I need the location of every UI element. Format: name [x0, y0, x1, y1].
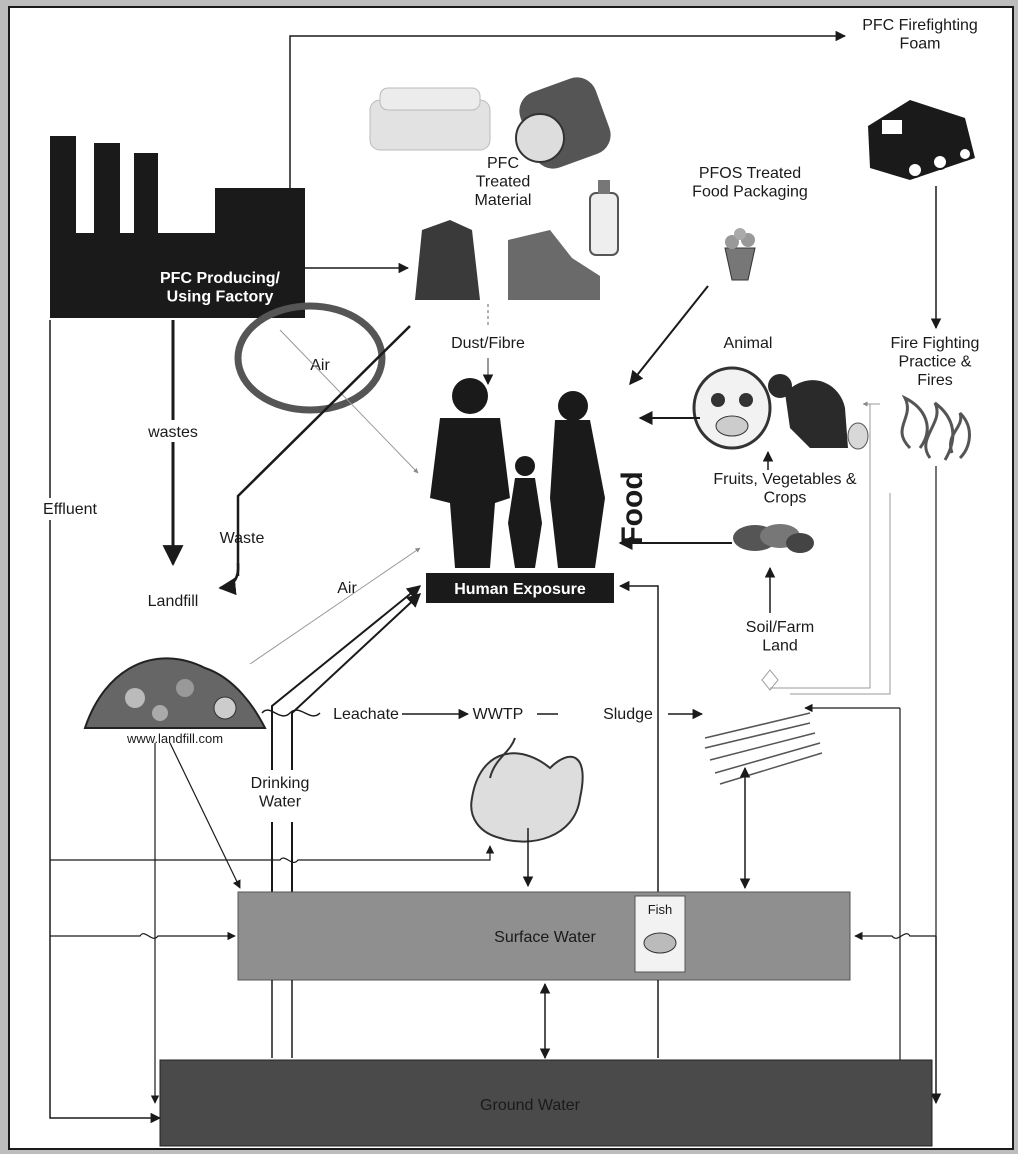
wwtp-label: WWTP [473, 706, 524, 723]
text-line: Foam [900, 35, 941, 52]
sofa-icon [369, 87, 491, 151]
dust-label: Dust/Fibre [451, 335, 525, 352]
waste-label: Waste [220, 530, 265, 547]
text-line: PFC [487, 155, 519, 172]
jacket-icon [415, 220, 480, 300]
landfill-pile-icon [83, 657, 267, 729]
fire-icon [900, 394, 971, 461]
text-line: Treated [476, 173, 531, 190]
text-line: Using Factory [167, 288, 274, 305]
human-exposure-label: Human Exposure [454, 581, 586, 598]
vegetables-icon [733, 524, 814, 553]
food-label: Food [616, 471, 649, 544]
popcorn-icon [724, 228, 756, 281]
carpet-roll-icon [515, 77, 611, 169]
text-line: PFOS Treated [699, 165, 801, 182]
factory-icon [50, 136, 305, 318]
chicken-icon [768, 374, 848, 448]
spray-can-icon [589, 180, 619, 256]
text-line: PFC Firefighting [862, 17, 978, 34]
fire-truck-icon [868, 100, 975, 180]
surface-water-box [237, 891, 851, 981]
wwtp-icon [470, 737, 584, 843]
wastes-label: wastes [147, 424, 198, 441]
farmland-icon [704, 712, 823, 785]
leachate-label: Leachate [333, 706, 399, 723]
egg-icon [847, 422, 869, 450]
text-line: Fires [917, 372, 953, 389]
cow-icon [692, 366, 772, 450]
pfc-exposure-diagram: PFC Producing/Using Factory PFC Firefigh… [30, 17, 980, 1147]
text-line: Practice & [899, 353, 972, 370]
ground-water-label: Ground Water [480, 1097, 581, 1114]
fish-label: Fish [648, 902, 673, 917]
animal-label: Animal [724, 335, 773, 352]
text-line: Soil/Farm [746, 619, 814, 636]
text-line: Crops [764, 489, 807, 506]
text-line: Material [475, 192, 532, 209]
fruits-label: Fruits, Vegetables &Crops [713, 471, 857, 506]
text-line: PFC Producing/ [160, 270, 281, 287]
text-line: Water [259, 793, 302, 810]
air-landfill-label: Air [337, 580, 357, 597]
air-circle-label: Air [310, 357, 330, 374]
air-circle [234, 302, 386, 414]
human-exposure-box [426, 573, 614, 603]
text-line: Fruits, Vegetables & [713, 471, 857, 488]
family-icon [430, 378, 605, 568]
landfill-label: Landfill [148, 593, 199, 610]
shoe-icon [508, 230, 600, 300]
text-line: Food Packaging [692, 183, 808, 200]
surface-water-label: Surface Water [494, 929, 596, 946]
factory-label: PFC Producing/Using Factory [160, 270, 281, 305]
diagram-frame: PFC Producing/Using Factory PFC Firefigh… [8, 6, 1014, 1150]
text-line: Land [762, 637, 798, 654]
soil-diamond-icon [761, 669, 779, 691]
sludge-label: Sludge [603, 706, 653, 723]
effluent-label: Effluent [43, 501, 98, 518]
ground-water-box [159, 1059, 933, 1147]
landfill-credit-text: www.landfill.com [126, 731, 223, 746]
text-line: Fire Fighting [891, 335, 980, 352]
fish-icon [643, 932, 677, 954]
text-line: Drinking [251, 775, 310, 792]
